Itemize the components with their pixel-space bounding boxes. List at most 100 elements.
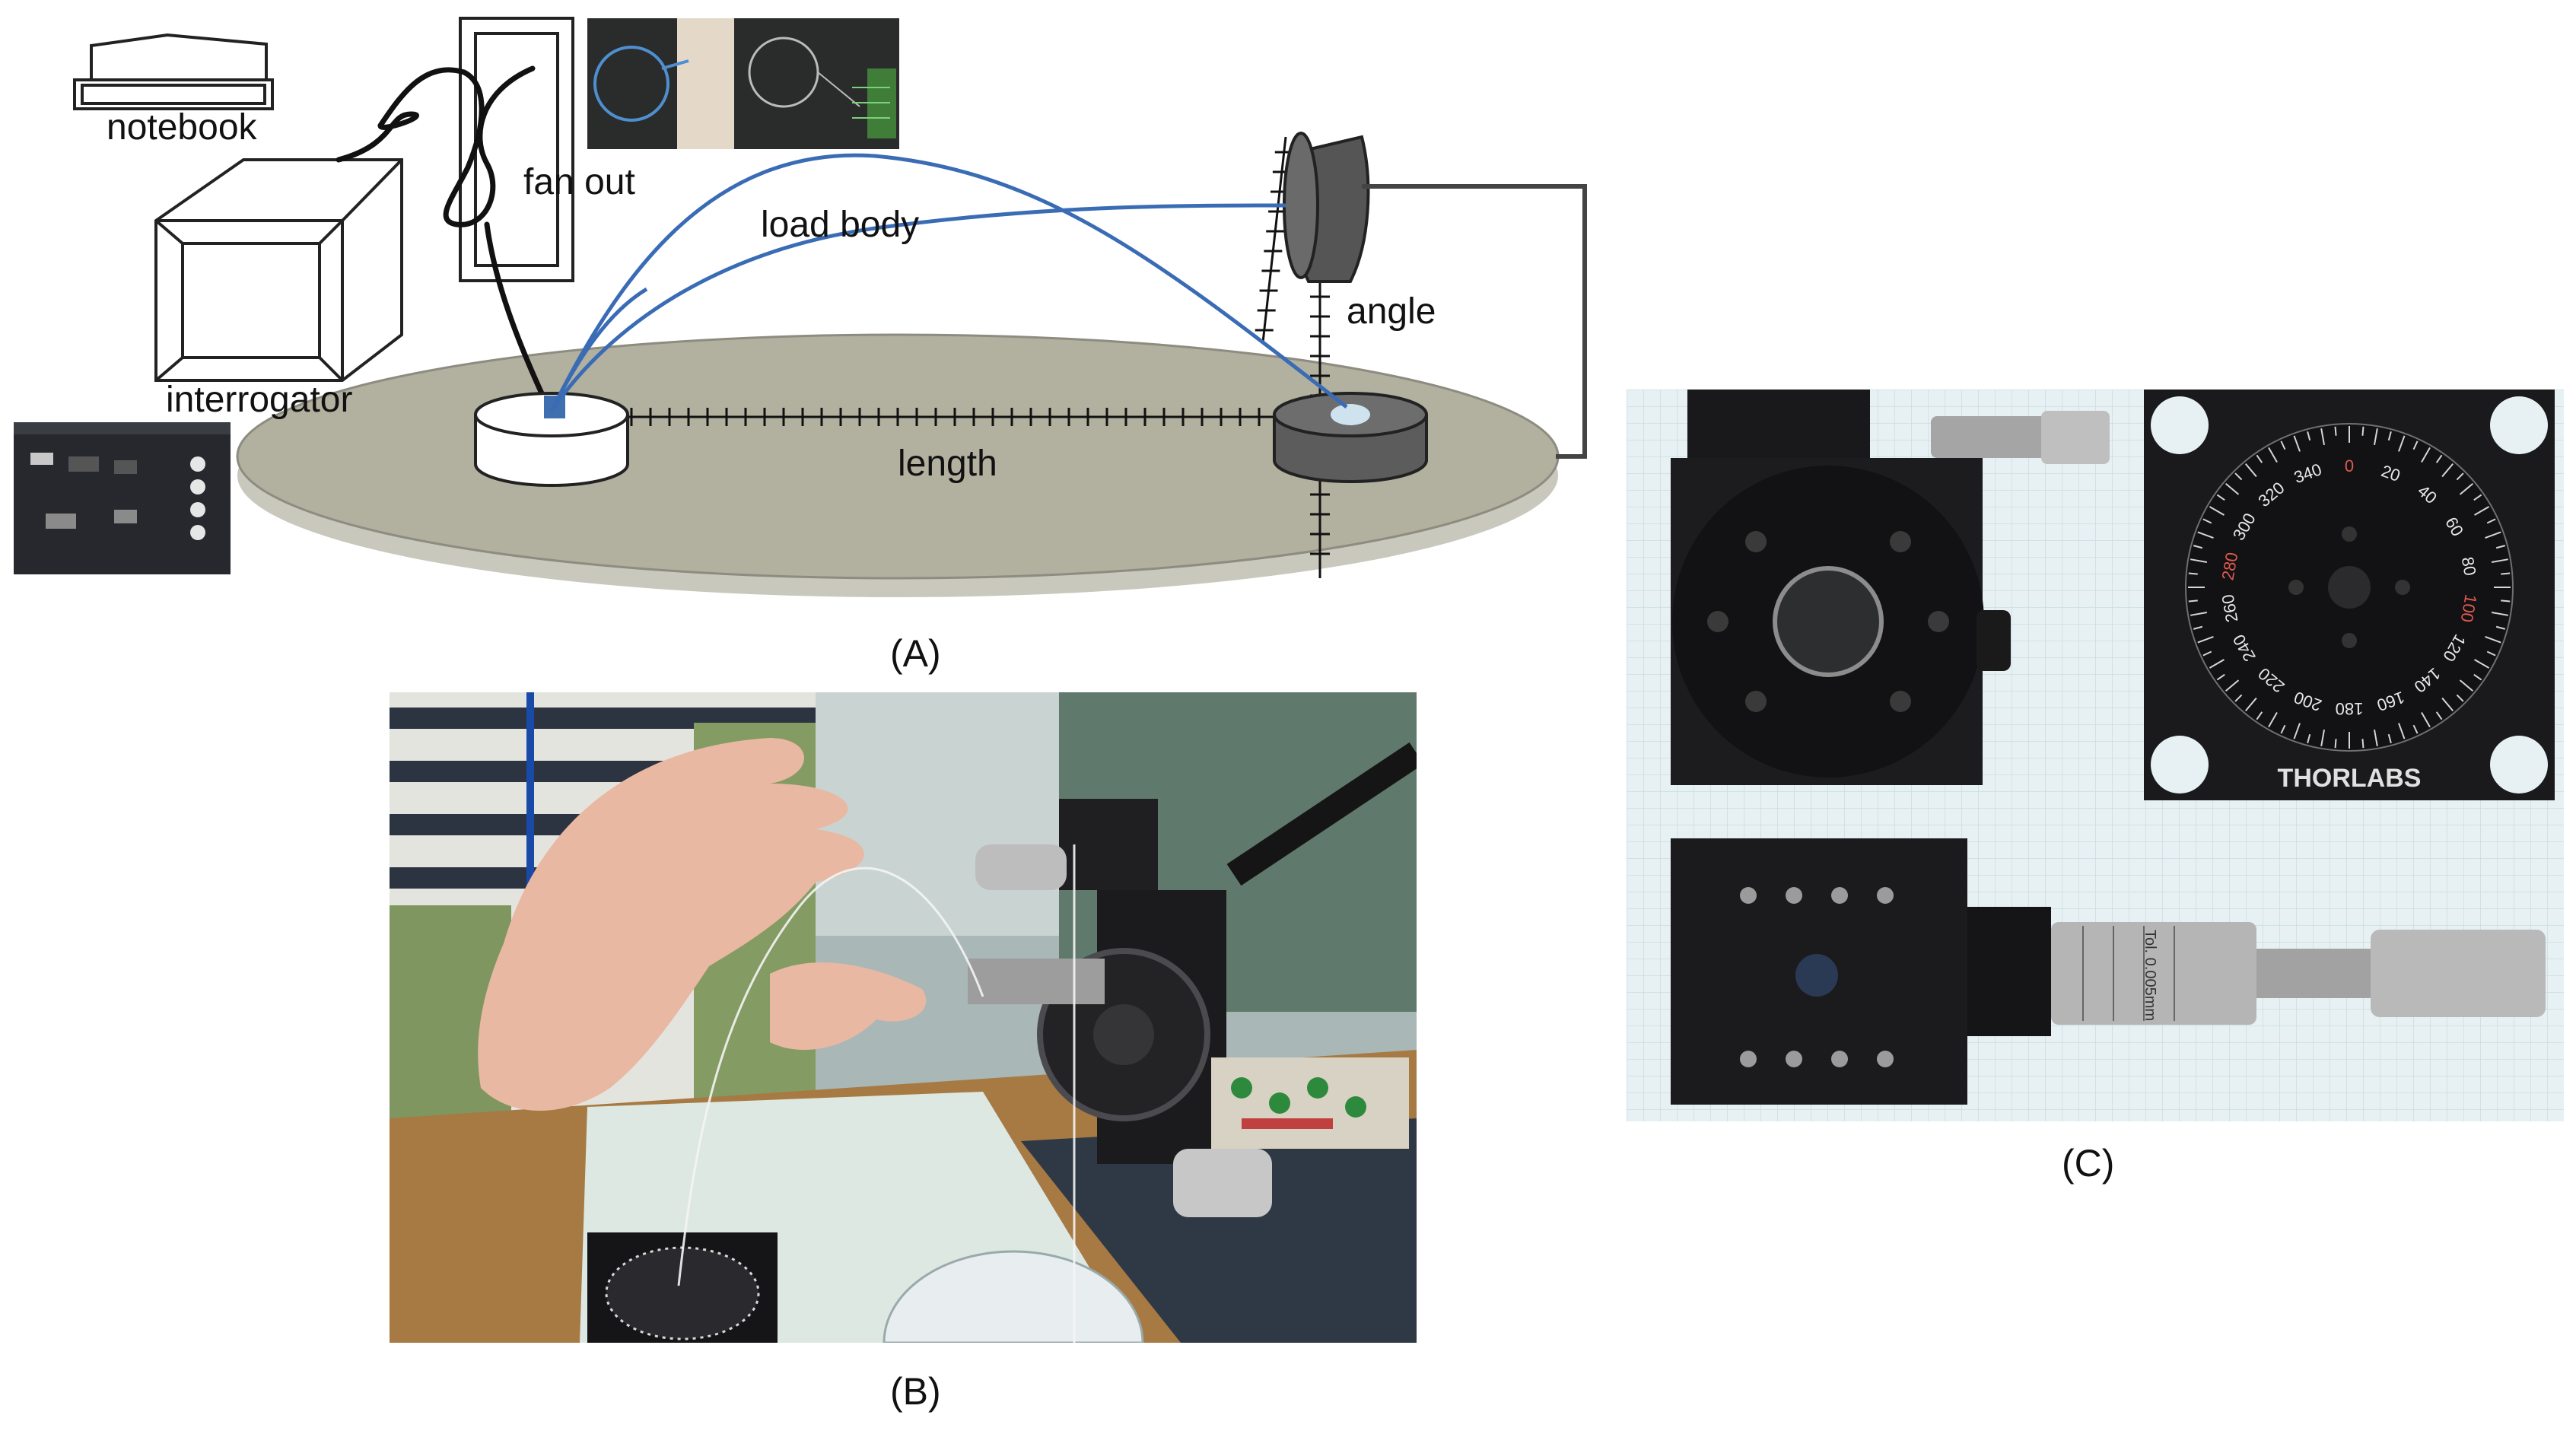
dial-tick <box>2209 659 2225 669</box>
dial-tick <box>2216 494 2225 501</box>
dial-tick <box>2197 636 2214 644</box>
dial-tick <box>2491 558 2508 563</box>
dial-tick <box>2225 679 2240 692</box>
dial-tick <box>2374 729 2378 746</box>
dial-tick <box>2459 482 2474 495</box>
dial-tick <box>2421 712 2431 728</box>
dial-tick <box>2234 472 2243 481</box>
dial-tick <box>2387 431 2392 441</box>
dial-tick <box>2485 636 2501 644</box>
dial-tick <box>2486 518 2496 524</box>
dial-tick <box>2398 723 2406 739</box>
dial-tick <box>2412 724 2419 734</box>
dial-tick <box>2387 733 2392 744</box>
dial-tick <box>2293 723 2301 739</box>
fan-out-label: fan out <box>523 162 635 202</box>
dial-tick <box>2435 454 2443 463</box>
dial-tick <box>2421 447 2431 463</box>
dial-tick <box>2209 506 2225 516</box>
dial-tick <box>2193 625 2203 630</box>
dial-tick <box>2190 612 2208 616</box>
dial-tick <box>2216 673 2225 681</box>
fiber-holder-left <box>474 392 629 487</box>
dial-tick <box>2320 428 2325 446</box>
dial-tick <box>2459 679 2474 692</box>
dial-tick <box>2361 739 2365 749</box>
dial-tick <box>2441 697 2454 712</box>
dial-tick <box>2486 650 2496 657</box>
dial-tick <box>2202 518 2212 524</box>
rotation-stage <box>1273 392 1428 483</box>
panel-c-caption: (C) <box>2062 1142 2115 1185</box>
fan-out-photo <box>587 18 899 149</box>
panel-a-caption: (A) <box>890 632 941 675</box>
panel-a-schematic <box>14 17 1587 597</box>
rotation-stage-side <box>1671 390 2110 785</box>
dial-tick <box>2456 694 2464 702</box>
dial-tick <box>2256 711 2263 720</box>
dial-tick <box>2441 463 2454 478</box>
dial-tick <box>2474 506 2490 516</box>
dial-tick <box>2495 545 2506 549</box>
dial-tick <box>2456 472 2464 481</box>
dial-tick <box>2491 612 2508 616</box>
dial-tick <box>2307 733 2311 744</box>
dial-tick <box>2412 440 2419 450</box>
panel-a: notebook fan out load body angle interro… <box>0 0 1598 624</box>
panel-b-caption: (B) <box>890 1370 941 1413</box>
dial-number: 180 <box>2336 699 2364 718</box>
protractor <box>883 1250 1144 1343</box>
dial-tick <box>2225 482 2240 495</box>
dial-tick <box>2374 428 2378 446</box>
frame-wire <box>1362 184 1587 459</box>
dial-tick <box>2193 545 2203 549</box>
dial-tick <box>2256 454 2263 463</box>
dial-tick <box>2398 435 2406 452</box>
panel-b-photo <box>390 692 1417 1343</box>
linear-stage: Tol. 0.005mm <box>1671 838 2546 1105</box>
dial-tick <box>2361 426 2365 436</box>
dial-tick <box>2244 463 2257 478</box>
dial-tick <box>2280 724 2286 734</box>
dial-tick <box>2293 435 2301 452</box>
dial-tick <box>2202 650 2212 657</box>
angle-disc <box>1283 132 1370 283</box>
dial-tick <box>2473 494 2482 501</box>
fan-out-connectors <box>1211 1057 1409 1149</box>
dial-tick <box>2268 712 2278 728</box>
load-body-label: load body <box>761 205 920 245</box>
notebook-label: notebook <box>107 107 257 148</box>
angle-label: angle <box>1347 291 1436 332</box>
dial-tick <box>2234 694 2243 702</box>
dial-tick <box>2501 599 2511 603</box>
lab-setup-photo <box>390 692 1417 1343</box>
dial-tick <box>2268 447 2278 463</box>
optical-fiber <box>549 153 1348 412</box>
dial-tick <box>2485 531 2501 539</box>
notebook-drawing <box>73 33 274 110</box>
interrogator-label: interrogator <box>166 380 353 420</box>
dial-tick <box>2280 440 2286 450</box>
dial-tick <box>2435 711 2443 720</box>
dial-tick <box>2190 558 2208 563</box>
interrogator-photo <box>14 422 231 574</box>
optical-fiber-photo <box>677 844 1076 1343</box>
dial-tick <box>2197 531 2214 539</box>
dial-number: 80 <box>2458 555 2480 577</box>
stage-assembly <box>968 742 1417 1217</box>
interrogator-drawing <box>154 158 403 382</box>
cable <box>336 65 555 418</box>
length-label: length <box>898 444 997 484</box>
micrometer-text: Tol. 0.005mm <box>2142 930 2158 1021</box>
dial-tick <box>2307 431 2311 441</box>
dial-tick <box>2473 673 2482 681</box>
dial-tick <box>2320 729 2325 746</box>
hands <box>478 738 927 1111</box>
dial-tick <box>2495 625 2506 630</box>
dial-number: 0 <box>2345 456 2354 475</box>
dial-tick <box>2474 659 2490 669</box>
thorlabs-logo: THORLABS <box>2278 764 2422 793</box>
